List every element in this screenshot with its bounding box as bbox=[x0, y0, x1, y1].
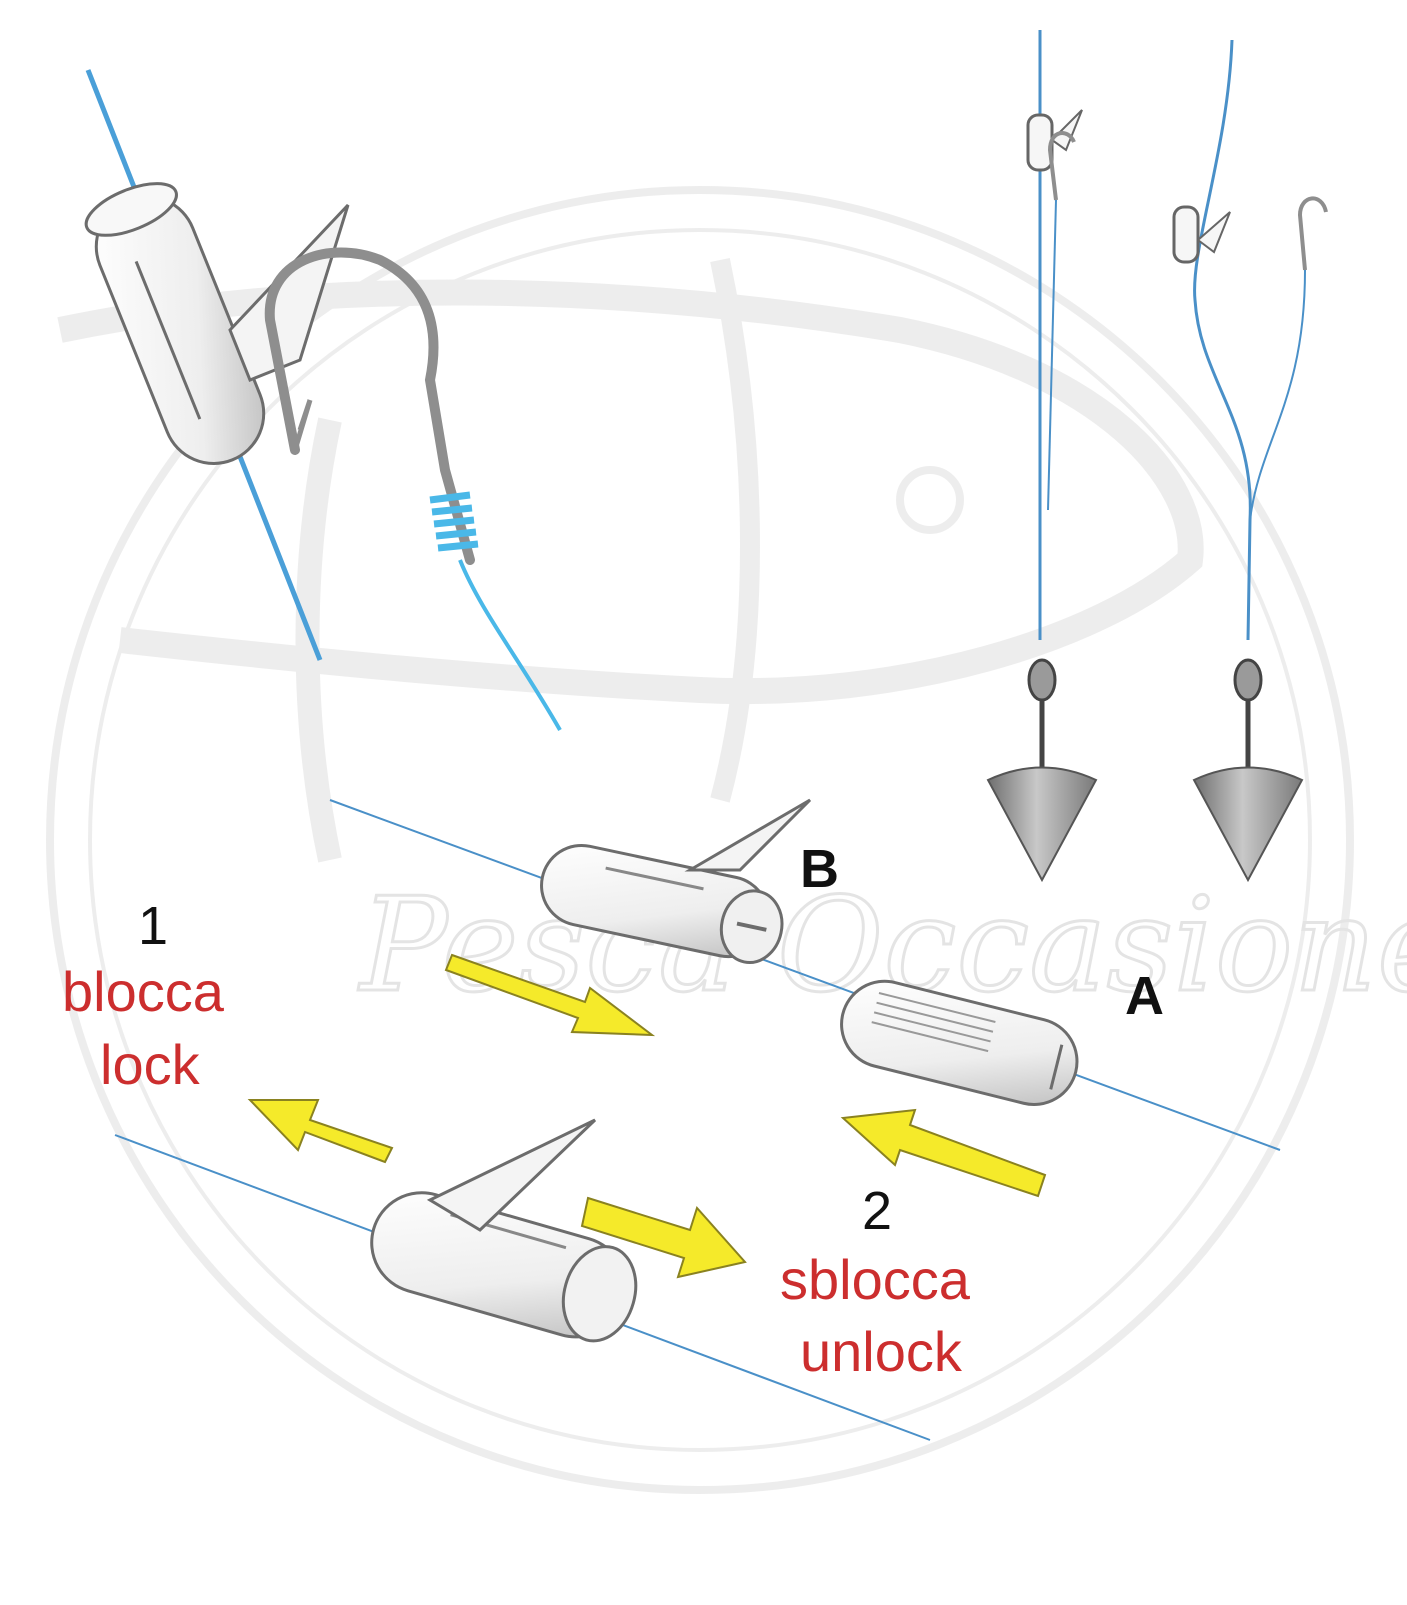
line-clip-icon bbox=[84, 182, 266, 465]
direction-arrow-icon bbox=[247, 953, 1047, 1279]
swivel-icon bbox=[1233, 658, 1263, 775]
part-a-label: A bbox=[1125, 966, 1164, 1026]
line-clip-icon bbox=[1026, 113, 1054, 172]
watermark-logo bbox=[46, 186, 1354, 1494]
line-clip-icon bbox=[1172, 205, 1200, 264]
step1-label-it: blocca bbox=[62, 960, 224, 1023]
step2-label-it: sblocca bbox=[780, 1248, 970, 1311]
fishing-line bbox=[329, 799, 1281, 1151]
swivel-icon bbox=[1027, 658, 1057, 775]
hook-icon bbox=[264, 247, 475, 565]
rig-hook-clipped bbox=[986, 30, 1098, 883]
part-b-label: B bbox=[800, 839, 839, 899]
step1-label-en: lock bbox=[100, 1033, 200, 1096]
step2-number: 2 bbox=[862, 1181, 893, 1241]
clip-with-hook-closeup bbox=[84, 69, 562, 731]
step2-label-en: unlock bbox=[800, 1320, 962, 1383]
clip-part-a bbox=[840, 979, 1079, 1107]
rig-hook-released bbox=[1172, 39, 1328, 883]
hook-icon bbox=[1297, 196, 1328, 271]
step1-number: 1 bbox=[138, 896, 169, 956]
cone-sinker-icon bbox=[986, 766, 1098, 883]
clip-assembled bbox=[370, 1118, 638, 1343]
clip-part-b bbox=[540, 798, 812, 964]
fishing-line bbox=[1193, 39, 1252, 641]
cone-sinker-icon bbox=[1192, 766, 1304, 883]
hook-icon bbox=[1047, 131, 1076, 201]
knot-icon bbox=[429, 491, 479, 552]
